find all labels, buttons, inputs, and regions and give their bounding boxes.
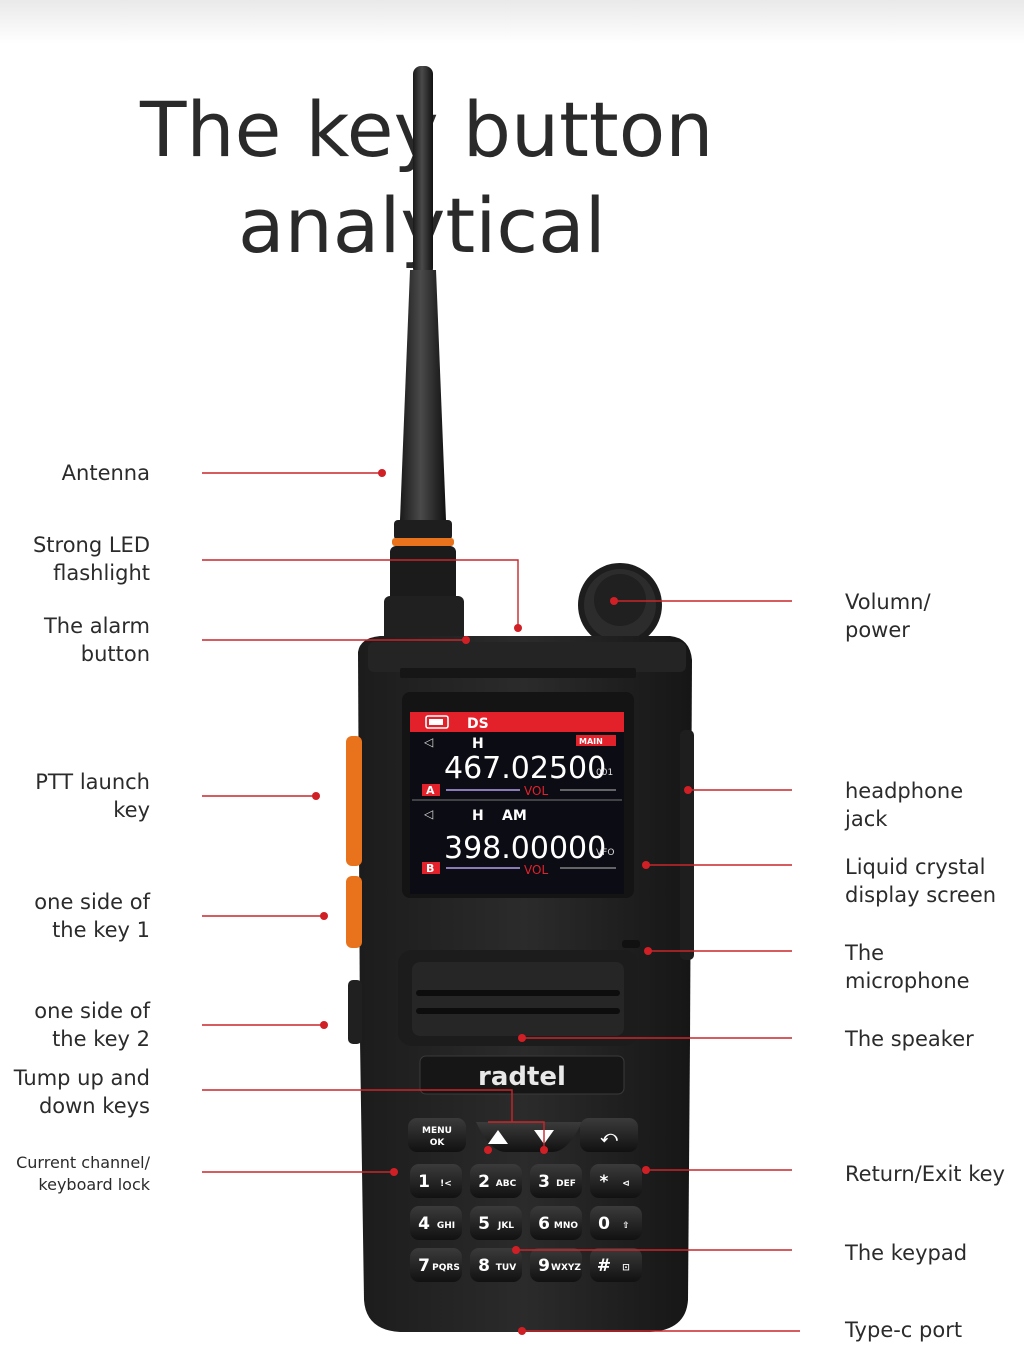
lcd-freq-a: 467.02500: [444, 751, 606, 786]
svg-text:OK: OK: [430, 1138, 446, 1148]
lcd-mode-text: DS: [467, 716, 489, 732]
brand-plate: radtel: [419, 1055, 625, 1095]
antenna: [384, 66, 464, 642]
keypad-key-0[interactable]: 0⇧: [590, 1206, 642, 1240]
keypad-key-sub-label: TUV: [496, 1263, 516, 1273]
lcd-display: DS ◁ H MAIN 467.02500 001 A VOL ◁ H AM 3…: [402, 692, 634, 898]
lcd-vol-a: VOL: [524, 784, 548, 798]
lcd-channel-a: 001: [596, 768, 613, 778]
keypad-key-main-label: 7: [418, 1256, 430, 1276]
volume-knob[interactable]: [578, 563, 662, 647]
keypad-key-sub-label: ⊲: [622, 1179, 630, 1189]
headphone-jack-cover[interactable]: [680, 730, 694, 960]
keypad-key-sub-label: JKL: [497, 1221, 514, 1231]
keypad-key-sub-label: ABC: [496, 1179, 517, 1189]
keypad-key-star[interactable]: *⊲: [590, 1164, 642, 1198]
keypad-key-sub-label: PQRS: [432, 1263, 460, 1273]
lcd-status-bar: [410, 712, 624, 732]
keypad-key-6[interactable]: 6 MNO: [530, 1206, 582, 1240]
microphone-hole: [622, 940, 640, 948]
lcd-b-power: H: [472, 808, 484, 824]
keypad-key-main-label: 0: [598, 1214, 610, 1234]
lcd-b-modulation: AM: [502, 808, 527, 824]
speaker-icon-a: ◁: [423, 735, 433, 749]
keypad-key-1[interactable]: 1 !<: [410, 1164, 462, 1198]
function-keys: MENU OK ⤺: [408, 1118, 638, 1152]
exit-icon: ⤺: [600, 1127, 618, 1146]
keypad-key-hash[interactable]: #⊡: [590, 1248, 642, 1282]
lcd-a-power: H: [472, 736, 484, 752]
keypad-key-main-label: 9: [538, 1256, 550, 1276]
keypad-key-main-label: 8: [478, 1256, 490, 1276]
lcd-marker-b: B: [426, 862, 434, 875]
annotation-dots: [312, 469, 692, 1335]
keypad-key-main-label: 5: [478, 1214, 490, 1234]
lcd-freq-b: 398.00000: [444, 831, 606, 866]
keypad-key-main-label: 1: [418, 1172, 430, 1192]
label-typec-port: Type-c port: [845, 1318, 963, 1342]
svg-text:MENU: MENU: [422, 1126, 452, 1136]
label-volume-power: Volumn/power: [845, 590, 931, 642]
keypad-key-sub-label: MNO: [554, 1221, 578, 1231]
keypad-key-2[interactable]: 2 ABC: [470, 1164, 522, 1198]
up-key[interactable]: [488, 1130, 508, 1144]
speaker-grille: [398, 940, 640, 1046]
ptt-key[interactable]: [346, 736, 362, 866]
keypad-key-sub-label: !<: [440, 1179, 452, 1189]
antenna-orange-ring: [392, 538, 454, 546]
battery-icon: [425, 715, 449, 729]
label-return-exit-key: Return/Exit key: [845, 1162, 1005, 1186]
keypad-key-main-label: #: [597, 1256, 611, 1276]
keypad-key-main-label: 4: [418, 1214, 430, 1234]
label-channel-keyboard-lock: Current channel/keyboard lock: [16, 1153, 150, 1194]
keypad-key-5[interactable]: 5 JKL: [470, 1206, 522, 1240]
keypad-key-main-label: *: [600, 1172, 609, 1192]
menu-ok-key[interactable]: [408, 1118, 466, 1152]
label-keypad: The keypad: [845, 1241, 968, 1265]
top-gradient-band: [0, 0, 1024, 44]
annotation-lines: [202, 472, 800, 1332]
keypad-key-sub-label: DEF: [556, 1179, 576, 1189]
keypad-key-sub-label: WXYZ: [551, 1263, 581, 1273]
label-antenna: Antenna: [61, 461, 150, 485]
keypad-key-3[interactable]: 3 DEF: [530, 1164, 582, 1198]
lcd-vol-b: VOL: [524, 863, 548, 877]
lcd-main-tag: MAIN: [579, 737, 603, 746]
brand-logo: radtel: [478, 1062, 566, 1092]
side-key-1[interactable]: [346, 876, 362, 948]
keypad-key-sub-label: GHI: [437, 1221, 455, 1231]
keypad-key-main-label: 2: [478, 1172, 490, 1192]
exit-key[interactable]: [580, 1118, 638, 1152]
speaker-icon-b: ◁: [423, 807, 433, 821]
keypad-key-4[interactable]: 4 GHI: [410, 1206, 462, 1240]
lcd-marker-a: A: [426, 784, 435, 797]
label-speaker: The speaker: [845, 1027, 974, 1051]
keypad-key-main-label: 3: [538, 1172, 550, 1192]
lcd-channel-b: VFO: [596, 848, 614, 858]
up-arrow-icon: [488, 1130, 508, 1144]
keypad-key-main-label: 6: [538, 1214, 550, 1234]
keypad-key-sub-label: ⇧: [622, 1221, 630, 1231]
keypad-key-sub-label: ⊡: [622, 1263, 630, 1273]
keypad-key-8[interactable]: 8 TUV: [470, 1248, 522, 1282]
side-key-2[interactable]: [348, 980, 362, 1044]
